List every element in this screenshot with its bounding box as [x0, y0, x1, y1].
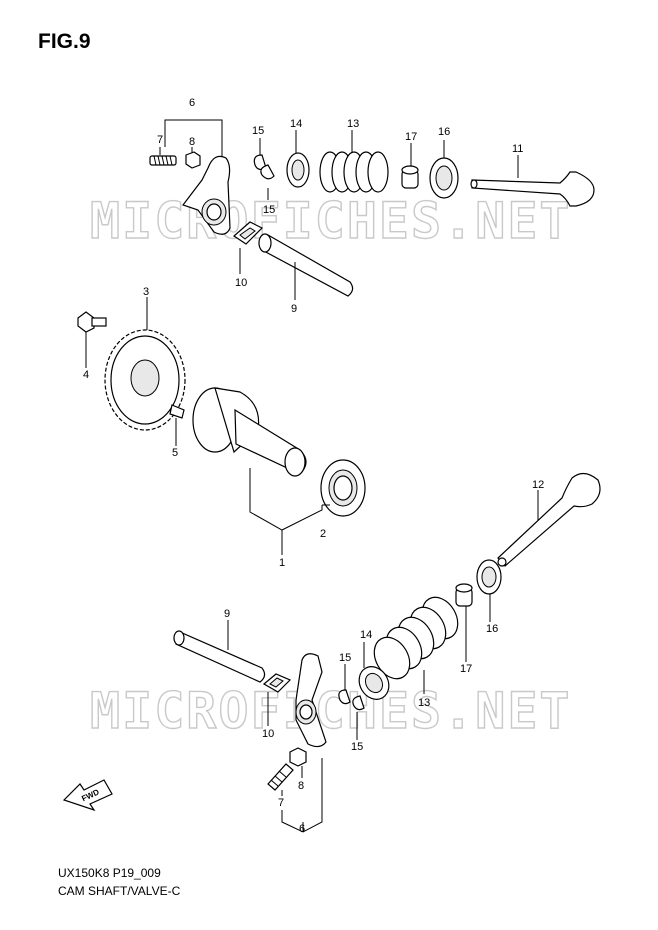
label-12: 12 — [532, 479, 544, 491]
label-5: 5 — [172, 447, 178, 459]
leader-lines — [85, 130, 539, 796]
bracket-6-top — [164, 119, 223, 160]
watermark-top: MICROFICHES.NET — [90, 192, 572, 250]
valve-spring-icon — [319, 151, 389, 193]
dowel-pin-icon — [169, 404, 185, 419]
label-1: 1 — [279, 557, 285, 569]
label-16-top: 16 — [438, 126, 450, 138]
label-10-top: 10 — [235, 277, 247, 289]
adjuster-screw-icon — [149, 155, 177, 166]
fwd-arrow-icon: FWD — [62, 779, 113, 812]
label-10-bottom: 10 — [262, 728, 274, 740]
figure-title: FIG.9 — [38, 30, 91, 53]
camshaft-icon — [192, 387, 307, 477]
label-3: 3 — [143, 286, 149, 298]
lock-nut-lower-icon — [289, 747, 307, 767]
adjuster-screw-lower-icon — [267, 763, 294, 791]
label-7-top: 7 — [157, 134, 163, 146]
label-15-bottom-b: 15 — [351, 741, 363, 753]
cam-bearing-icon — [320, 459, 366, 517]
valve-cotter-lower-icon — [338, 689, 351, 705]
exhaust-valve-icon — [497, 472, 601, 567]
label-16-bottom: 16 — [486, 623, 498, 635]
label-9-top: 9 — [291, 303, 297, 315]
stem-seal-icon — [401, 165, 419, 189]
label-13-top: 13 — [347, 118, 359, 130]
spring-retainer-lower-icon — [358, 666, 390, 700]
lock-nut-icon — [185, 151, 201, 169]
spring-seat-lower-icon — [476, 559, 502, 595]
stem-seal-lower-icon — [455, 583, 473, 607]
label-8-top: 8 — [189, 136, 195, 148]
label-2: 2 — [320, 528, 326, 540]
intake-valve-icon — [470, 171, 595, 207]
rocker-shaft-icon — [258, 233, 354, 297]
valve-spring-lower-icon — [373, 596, 459, 680]
label-6-bottom: 6 — [299, 823, 305, 835]
label-17-top: 17 — [405, 131, 417, 143]
label-14-top: 14 — [290, 118, 302, 130]
sprocket-bolt-icon — [77, 311, 107, 333]
label-7-bottom: 7 — [278, 797, 284, 809]
model-code-caption: UX150K8 P19_009 — [58, 866, 161, 880]
label-15-bottom-a: 15 — [339, 652, 351, 664]
label-15-top-a: 15 — [252, 125, 264, 137]
label-4: 4 — [83, 369, 89, 381]
label-13-bottom: 13 — [418, 697, 430, 709]
label-6-top: 6 — [189, 97, 195, 109]
label-9-bottom: 9 — [224, 608, 230, 620]
label-14-bottom: 14 — [360, 629, 372, 641]
rocker-shaft-lower-icon — [173, 630, 266, 683]
valve-cotter-icon — [253, 154, 267, 171]
label-15-top-b: 15 — [263, 204, 275, 216]
watermark-bottom: MICROFICHES.NET — [90, 682, 572, 740]
label-11: 11 — [512, 143, 523, 155]
bracket-1 — [249, 468, 323, 531]
spring-seat-icon — [429, 157, 459, 199]
label-8-bottom: 8 — [298, 780, 304, 792]
cam-sprocket-icon — [104, 329, 186, 431]
section-name-caption: CAM SHAFT/VALVE-C — [58, 884, 181, 898]
label-17-bottom: 17 — [460, 663, 472, 675]
spring-retainer-icon — [286, 152, 310, 188]
